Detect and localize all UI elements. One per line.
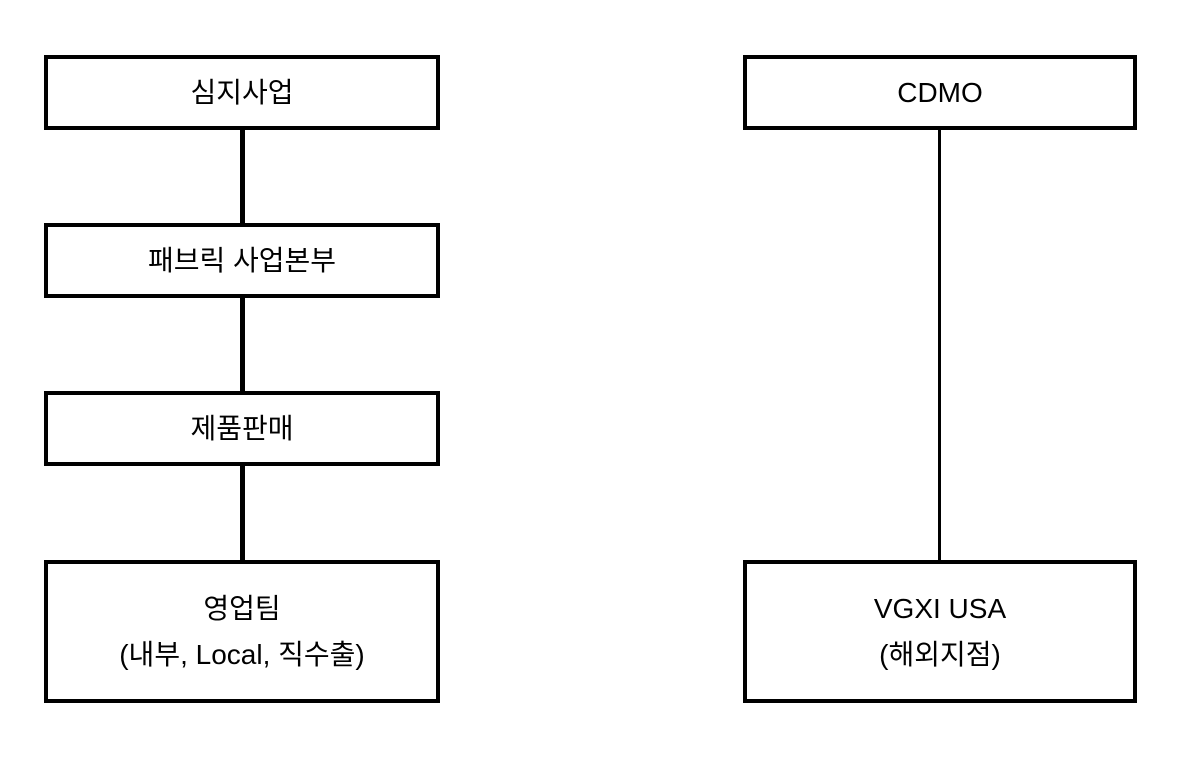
- node-sublabel: (해외지점): [879, 638, 1001, 670]
- node-label: 심지사업: [190, 76, 294, 108]
- node-sublabel: (내부, Local, 직수출): [119, 638, 365, 670]
- node-label: VGXI USA: [873, 593, 1007, 625]
- node-sales-team: 영업팀 (내부, Local, 직수출): [44, 560, 440, 703]
- node-label: 제품판매: [190, 412, 294, 444]
- node-cdmo: CDMO: [743, 55, 1137, 130]
- connector-line-left-1: [240, 130, 245, 223]
- node-simji-business: 심지사업: [44, 55, 440, 130]
- node-label: CDMO: [897, 76, 983, 108]
- node-label: 패브릭 사업본부: [147, 244, 337, 276]
- node-fabric-division: 패브릭 사업본부: [44, 223, 440, 298]
- connector-line-left-2: [240, 298, 245, 391]
- node-product-sales: 제품판매: [44, 391, 440, 466]
- connector-line-left-3: [240, 466, 245, 560]
- node-label: 영업팀: [203, 593, 281, 625]
- node-vgxi-usa: VGXI USA (해외지점): [743, 560, 1137, 703]
- connector-line-right-1: [938, 130, 941, 560]
